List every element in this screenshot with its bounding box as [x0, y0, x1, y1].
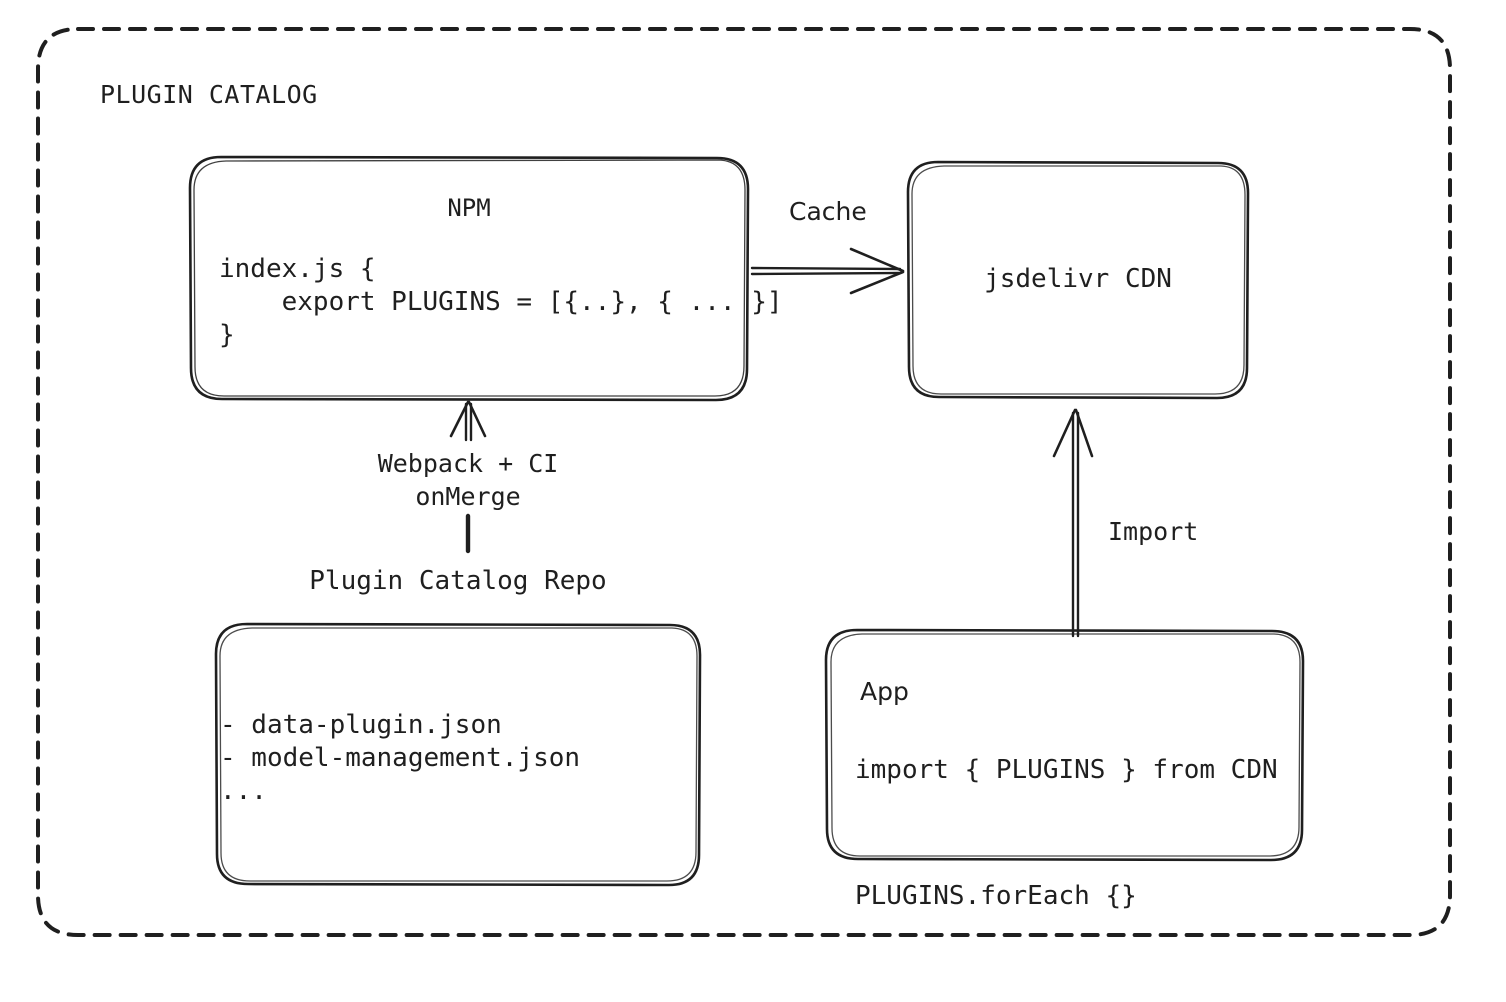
cache-edge-label: Cache	[789, 197, 867, 226]
plugin-catalog-title: PLUGIN CATALOG	[100, 80, 318, 109]
cdn-node-title: jsdelivr CDN	[984, 264, 1172, 294]
app-node-title: App	[860, 677, 909, 706]
npm-node-title: NPM	[447, 194, 491, 222]
repo-node-caption: Plugin Catalog Repo	[309, 566, 607, 596]
import-arrow	[1052, 408, 1094, 638]
pipeline-edge-label: Webpack + CI onMerge	[377, 449, 559, 511]
app-node-code: import { PLUGINS } from CDN PLUGINS.forE…	[855, 755, 1278, 911]
import-edge-label: Import	[1108, 517, 1199, 546]
repo-node-file-list: - data-plugin.json - model-management.js…	[220, 710, 581, 806]
npm-node-code: index.js { export PLUGINS = [{..}, { ...…	[219, 254, 783, 350]
